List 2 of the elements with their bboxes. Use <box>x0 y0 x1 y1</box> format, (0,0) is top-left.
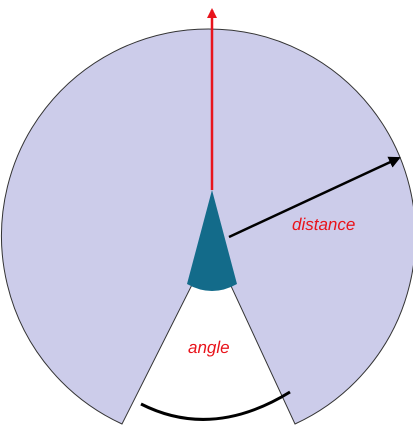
text-label: distance <box>292 216 356 233</box>
text-label: angle <box>188 339 230 356</box>
